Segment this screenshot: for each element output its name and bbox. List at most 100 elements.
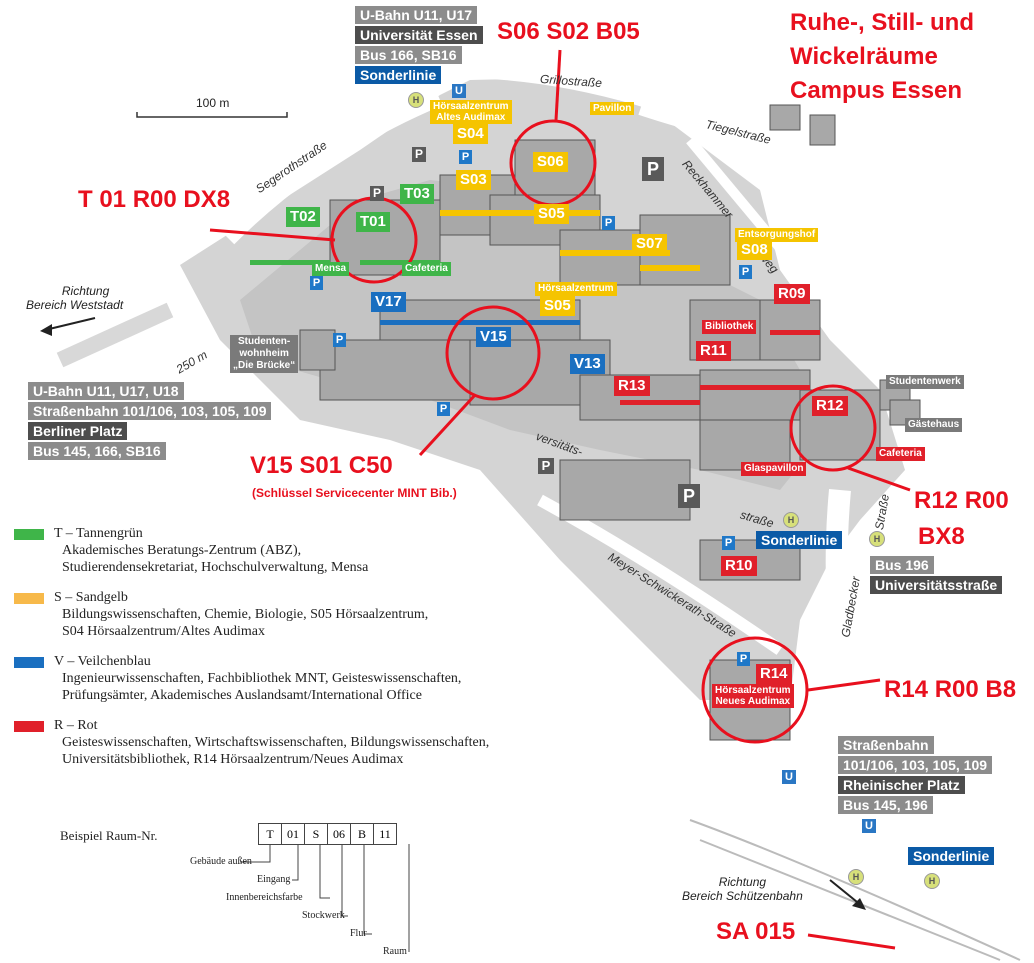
building-v13: V13	[570, 354, 605, 374]
place-glaspavillon: Glaspavillon	[741, 462, 807, 476]
info-right-mid-a: Sonderlinie	[756, 531, 843, 551]
place-bibliothek: Bibliothek	[702, 320, 757, 334]
room-cell: B	[351, 824, 374, 844]
place-hoersaal-alt-line1: Hörsaalzentrum	[433, 101, 509, 112]
annotation-r12-line1: R12 R00	[914, 487, 1009, 514]
direction-south-line1: Richtung	[718, 875, 767, 889]
scale-label: 100 m	[196, 96, 230, 110]
info-right-mid-line3: Universitätsstraße	[870, 576, 1003, 594]
place-mensa: Mensa	[312, 262, 350, 276]
segeroth-street	[225, 94, 443, 245]
building-t01: T01	[356, 212, 390, 232]
annotation-t01: T 01 R00 DX8	[78, 186, 231, 213]
legend-title-r: R – Rot	[54, 718, 98, 733]
info-right-bottom: Straßenbahn 101/106, 103, 105, 109 Rhein…	[838, 736, 993, 816]
info-top-line2: Universität Essen	[355, 26, 483, 44]
place-studentenwohnheim-line2: wohnheim	[239, 348, 289, 359]
bus-stop-icon: H	[848, 869, 864, 885]
bus-stop-icon: H	[869, 531, 885, 547]
room-cell: 06	[328, 824, 351, 844]
color-legend: T – Tannengrün Akademisches Beratungs-Ze…	[14, 526, 594, 782]
parking-accessible-icon: P	[459, 150, 472, 164]
place-studentenwohnheim: Studenten- wohnheim „Die Brücke“	[230, 335, 299, 373]
circle-v15	[445, 305, 541, 401]
place-cafeteria-r: Cafeteria	[876, 447, 925, 461]
place-pavillon: Pavillon	[590, 102, 635, 115]
legend-desc-t2: Studierendensekretariat, Hochschulverwal…	[62, 560, 369, 575]
parking-accessible-icon: P	[333, 333, 346, 347]
parking-icon: P	[678, 484, 700, 508]
room-example-label: Beispiel Raum-Nr.	[60, 828, 158, 843]
arrow-west	[44, 317, 96, 331]
place-studentenwohnheim-line1: Studenten-	[238, 336, 291, 347]
building-s05-b: S05	[540, 296, 575, 316]
parking-icon: P	[538, 458, 554, 474]
annotation-sa: SA 015	[716, 918, 796, 945]
info-left-line3: Berliner Platz	[28, 422, 128, 440]
annotation-r12-line2: BX8	[918, 523, 965, 550]
building-v15: V15	[476, 327, 511, 347]
place-cafeteria-t: Cafeteria	[402, 262, 451, 276]
building-s06: S06	[533, 152, 568, 172]
gladbecker-street	[825, 489, 989, 957]
info-right-bottom-sonder: Sonderlinie	[908, 847, 995, 867]
title-line2: Wickelräume	[790, 43, 938, 70]
room-cell: 11	[379, 827, 391, 841]
room-part-color: Innenbereichsfarbe	[226, 892, 303, 903]
info-rb-line3: Rheinischer Platz	[838, 776, 965, 794]
parking-icon: P	[412, 147, 426, 162]
direction-west: Richtung Bereich Weststadt	[26, 284, 123, 312]
building-t03: T03	[400, 184, 434, 204]
legend-entry-t: T – Tannengrün Akademisches Beratungs-Ze…	[14, 526, 594, 576]
parking-icon: P	[642, 157, 664, 181]
room-cell: S	[305, 824, 328, 844]
building-r12: R12	[812, 396, 848, 416]
building-v17: V17	[371, 292, 406, 312]
room-part-building: Gebäude außen	[190, 856, 252, 867]
title-line3: Campus Essen	[790, 77, 963, 104]
place-hoersaal-neu: Hörsaalzentrum Neues Audimax	[712, 684, 794, 708]
place-gaestehaus: Gästehaus	[905, 418, 963, 432]
parking-accessible-icon: P	[310, 276, 323, 290]
legend-title-t: T – Tannengrün	[54, 526, 143, 541]
building-r09: R09	[774, 284, 810, 304]
legend-desc-r2: Universitätsbibliothek, R14 Hörsaalzentr…	[62, 752, 404, 767]
info-right-mid-b: Bus 196 Universitätsstraße	[870, 556, 1003, 596]
place-hoersaal-neu-line2: Neues Audimax	[715, 696, 791, 707]
legend-title-v: V – Veilchenblau	[54, 654, 151, 669]
info-rb-line1: Straßenbahn	[838, 736, 934, 754]
place-entsorgungshof: Entsorgungshof	[735, 228, 819, 242]
bus-stop-icon: H	[783, 512, 799, 528]
info-left-line2: Straßenbahn 101/106, 103, 105, 109	[28, 402, 272, 420]
annotation-r14: R14 R00 B8	[884, 676, 1017, 703]
place-hoersaal-s05: Hörsaalzentrum	[535, 282, 617, 296]
info-rb-line2: 101/106, 103, 105, 109	[838, 756, 993, 774]
legend-swatch-yellow	[14, 592, 44, 604]
legend-entry-v: V – Veilchenblau Ingenieurwissenschaften…	[14, 654, 594, 704]
info-top-line4: Sonderlinie	[355, 66, 442, 84]
annotation-v15: V15 S01 C50	[250, 452, 393, 479]
circle-r12	[789, 384, 877, 472]
room-cell: T	[259, 824, 282, 844]
legend-title-s: S – Sandgelb	[54, 590, 128, 605]
info-right-mid-line2: Bus 196	[870, 556, 934, 574]
legend-desc-s2: S04 Hörsaalzentrum/Altes Audimax	[62, 624, 265, 639]
room-part-corridor: Flur	[350, 928, 367, 939]
place-hoersaal-alt: Hörsaalzentrum Altes Audimax	[430, 100, 512, 124]
legend-desc-t1: Akademisches Beratungs-Zentrum (ABZ),	[62, 543, 302, 558]
ubahn-icon: U	[782, 770, 796, 784]
legend-swatch-blue	[14, 656, 44, 668]
parking-accessible-icon: P	[722, 536, 735, 550]
building-s04: S04	[453, 124, 488, 144]
building-r11: R11	[696, 341, 731, 361]
place-studentenwerk: Studentenwerk	[886, 375, 964, 389]
direction-south: Richtung Bereich Schützenbahn	[682, 875, 803, 903]
place-hoersaal-alt-line2: Altes Audimax	[436, 112, 506, 123]
direction-south-line2: Bereich Schützenbahn	[682, 889, 803, 903]
building-r13: R13	[614, 376, 650, 396]
legend-desc-v2: Prüfungsämter, Akademisches Auslandsamt/…	[62, 688, 422, 703]
legend-desc-v1: Ingenieurwissenschaften, Fachbibliothek …	[62, 671, 462, 686]
parking-accessible-icon: P	[739, 265, 752, 279]
west-road	[56, 302, 174, 368]
tram-tracks	[689, 819, 1021, 961]
